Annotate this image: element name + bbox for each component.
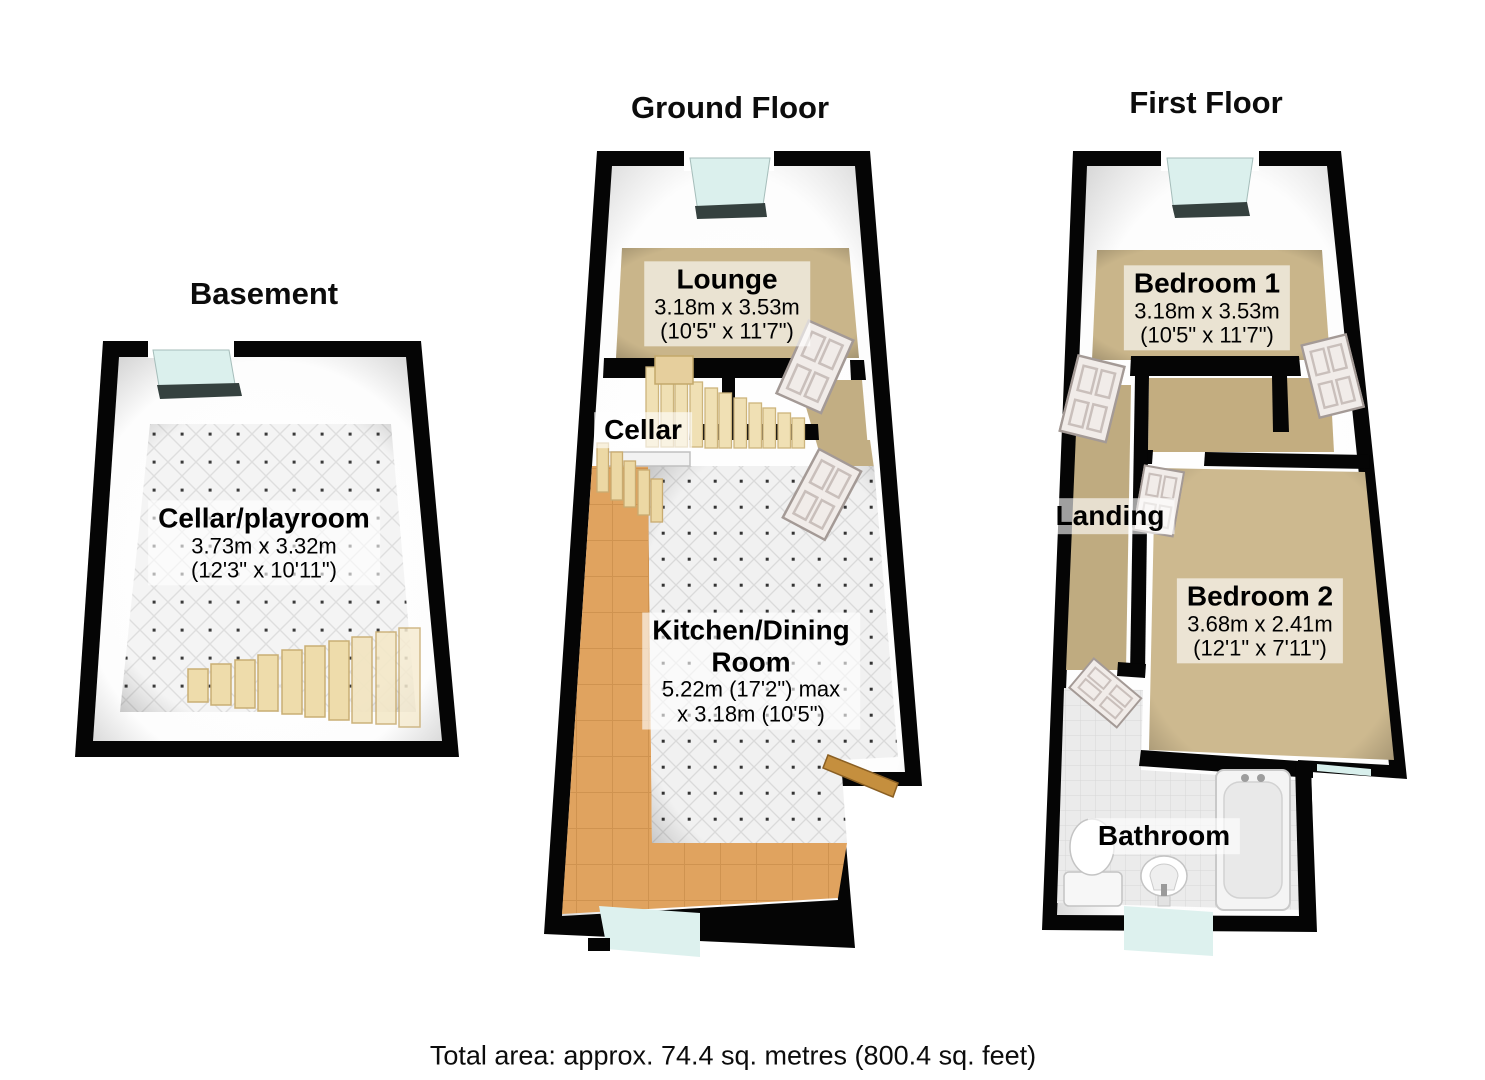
- first-floor-title: First Floor: [1129, 85, 1283, 120]
- basement-stairs: [187, 627, 421, 728]
- cellar-name: Cellar: [604, 414, 682, 446]
- kitchen-counter: [562, 466, 847, 914]
- bedroom2-dim-metric: 3.68m x 2.41m: [1187, 610, 1333, 636]
- ground-window-sill: [695, 203, 767, 219]
- kitchen-dim-line2: x 3.18m (10'5"): [677, 701, 825, 727]
- kitchen-name-line1: Kitchen/Dining: [652, 614, 850, 646]
- bedroom2-label: Bedroom 2 3.68m x 2.41m (12'1" x 7'11"): [1176, 578, 1344, 664]
- total-area-text: Total area: approx. 74.4 sq. metres (800…: [429, 1040, 1037, 1071]
- bathroom-name: Bathroom: [1097, 820, 1231, 852]
- bedroom2-dim-imperial: (12'1" x 7'11"): [1193, 635, 1327, 661]
- bedroom1-name: Bedroom 1: [1133, 267, 1281, 299]
- bedroom2-name: Bedroom 2: [1186, 580, 1334, 612]
- lounge-dim-metric: 3.18m x 3.53m: [654, 293, 800, 319]
- ground-floor-title: Ground Floor: [630, 90, 830, 125]
- lounge-dim-imperial: (10'5" x 11'7"): [660, 318, 794, 344]
- wall-lobby-right: [1272, 376, 1289, 432]
- lounge-name: Lounge: [676, 263, 778, 295]
- cellar-playroom-dim-imperial: (12'3" x 10'11"): [191, 557, 337, 583]
- basement-window-sill: [157, 383, 242, 399]
- basement-window: [148, 332, 242, 399]
- landing-label: Landing: [1045, 498, 1175, 534]
- bedroom1-dim-imperial: (10'5" x 11'7"): [1140, 322, 1274, 348]
- bedroom2-window-slit: [1317, 764, 1371, 776]
- wall-bedroom1-landing: [1130, 356, 1301, 376]
- wall-bedroom2-top: [1204, 452, 1370, 469]
- wall-bathroom-right: [1295, 762, 1315, 916]
- wall-lounge-hall: [603, 358, 798, 378]
- bedroom1-label: Bedroom 1 3.18m x 3.53m (10'5" x 11'7"): [1123, 265, 1291, 351]
- kitchen-dim-line1: 5.22m (17'2") max: [661, 676, 841, 702]
- kitchen-label: Kitchen/Dining Room 5.22m (17'2") max x …: [642, 612, 860, 730]
- first-window-sill: [1172, 202, 1250, 218]
- bedroom1-dim-metric: 3.18m x 3.53m: [1134, 297, 1280, 323]
- first-window: [1161, 143, 1259, 218]
- cellar-playroom-dim-metric: 3.73m x 3.32m: [191, 532, 337, 558]
- basement-title: Basement: [189, 276, 339, 311]
- bathroom-label: Bathroom: [1087, 818, 1241, 854]
- bathroom-door-opening: [1124, 906, 1213, 956]
- lounge-label: Lounge 3.18m x 3.53m (10'5" x 11'7"): [644, 261, 810, 347]
- sink: [1140, 855, 1188, 907]
- cellar-label: Cellar: [594, 412, 692, 448]
- landing-name: Landing: [1055, 500, 1165, 532]
- ground-cellar-staircase: [596, 442, 664, 523]
- landing-lobby-carpet: [1148, 378, 1334, 452]
- wall-landing-bathroom: [1117, 662, 1146, 678]
- cellar-playroom-name: Cellar/playroom: [158, 502, 370, 534]
- cellar-playroom-label: Cellar/playroom 3.73m x 3.32m (12'3" x 1…: [148, 500, 380, 586]
- bathtub: [1215, 769, 1291, 911]
- hall-cabinet: [654, 355, 694, 385]
- kitchen-breakfast-board: [822, 754, 899, 798]
- ground-window: [684, 143, 774, 219]
- kitchen-name-line2: Room: [711, 646, 791, 678]
- ground-rear-door-opening: [588, 906, 700, 957]
- wall-lounge-hall-right-stub: [850, 360, 866, 380]
